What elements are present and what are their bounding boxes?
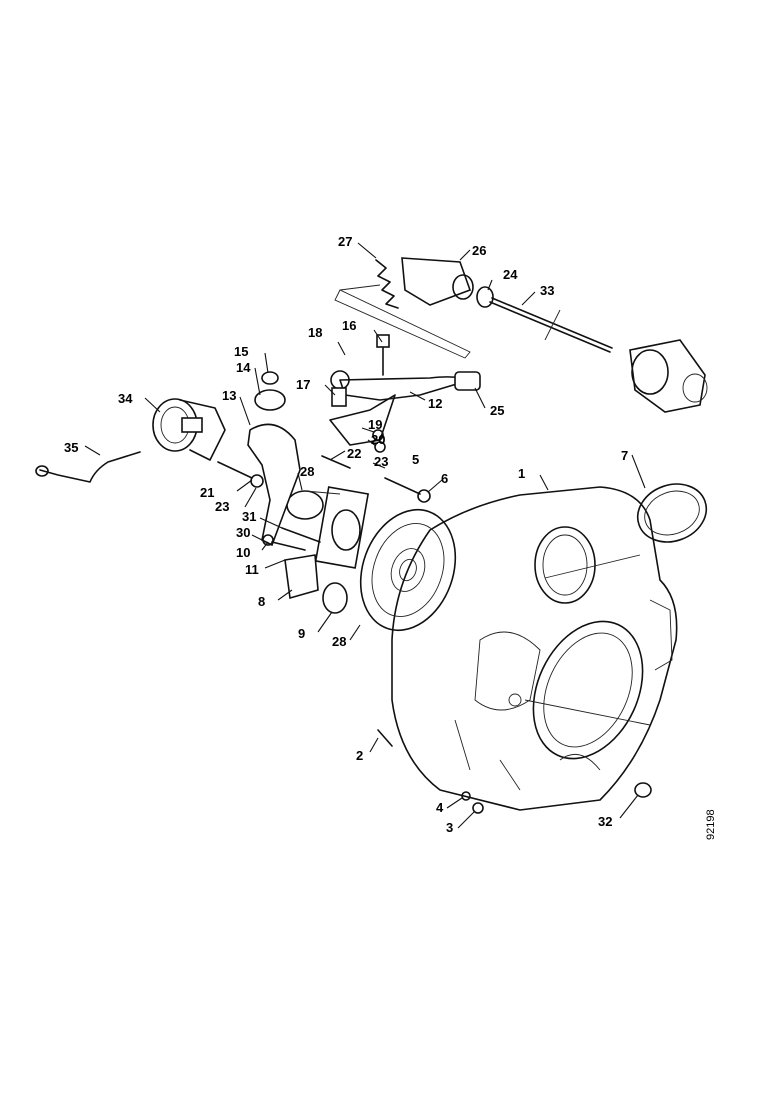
pedal-lever bbox=[329, 370, 481, 446]
label-part-20: 20 bbox=[371, 432, 385, 447]
label-part-31: 31 bbox=[242, 509, 256, 524]
return-spring bbox=[339, 259, 399, 309]
label-part-30: 30 bbox=[236, 525, 250, 540]
leader-lines bbox=[84, 242, 646, 829]
label-part-9: 9 bbox=[298, 626, 305, 641]
bracket-8 bbox=[262, 527, 321, 600]
washer-19-20 bbox=[372, 429, 386, 453]
label-part-12: 12 bbox=[428, 396, 442, 411]
label-part-14: 14 bbox=[236, 360, 251, 375]
dowel-pin bbox=[377, 729, 393, 747]
label-part-28b: 28 bbox=[300, 464, 314, 479]
seal-9 bbox=[322, 582, 348, 614]
bolt-16 bbox=[376, 334, 390, 376]
nut-24 bbox=[476, 286, 494, 308]
plug-32 bbox=[634, 782, 652, 798]
bushing-14-15 bbox=[254, 371, 286, 411]
label-part-34: 34 bbox=[118, 391, 133, 406]
bolt-21 bbox=[217, 461, 264, 488]
label-part-22: 22 bbox=[347, 446, 361, 461]
label-part-23a: 23 bbox=[215, 499, 229, 514]
part-labels: 1 7 2 4 3 6 8 9 10 11 12 13 14 15 16 17 … bbox=[64, 234, 628, 835]
rubber-boot bbox=[401, 257, 474, 306]
label-part-15: 15 bbox=[234, 344, 248, 359]
label-part-13: 13 bbox=[222, 388, 236, 403]
release-bearing-housing bbox=[286, 486, 370, 569]
label-part-24: 24 bbox=[503, 267, 518, 282]
bolt-6 bbox=[384, 477, 431, 503]
label-part-21: 21 bbox=[200, 485, 214, 500]
push-rod bbox=[489, 297, 613, 353]
master-cylinder bbox=[629, 339, 708, 413]
label-part-8: 8 bbox=[258, 594, 265, 609]
label-part-17: 17 bbox=[296, 377, 310, 392]
stud-4 bbox=[461, 791, 471, 801]
slave-cylinder bbox=[152, 398, 226, 461]
cable-loop bbox=[334, 289, 471, 359]
label-part-4: 4 bbox=[436, 800, 444, 815]
hydraulic-pipe bbox=[35, 451, 141, 483]
label-part-16: 16 bbox=[342, 318, 356, 333]
label-part-32: 32 bbox=[598, 814, 612, 829]
label-part-2: 2 bbox=[356, 748, 363, 763]
label-part-11: 11 bbox=[245, 562, 259, 577]
label-part-6: 6 bbox=[441, 471, 448, 486]
cover-plate bbox=[636, 483, 708, 543]
label-part-26: 26 bbox=[472, 243, 486, 258]
pressure-plate bbox=[359, 508, 457, 632]
label-part-19: 19 bbox=[368, 417, 382, 432]
bolt-22 bbox=[321, 455, 351, 469]
figure-reference-code: 92198 bbox=[705, 809, 717, 840]
label-part-23b: 23 bbox=[374, 454, 388, 469]
nut-3 bbox=[472, 802, 484, 814]
label-part-25: 25 bbox=[490, 403, 504, 418]
label-part-7: 7 bbox=[621, 448, 628, 463]
clutch-housing bbox=[391, 486, 678, 811]
pin-17 bbox=[331, 387, 347, 407]
label-part-1: 1 bbox=[518, 466, 525, 481]
label-part-10: 10 bbox=[236, 545, 250, 560]
label-part-33: 33 bbox=[540, 283, 554, 298]
label-part-35: 35 bbox=[64, 440, 78, 455]
label-part-28a: 28 bbox=[332, 634, 346, 649]
label-part-3: 3 bbox=[446, 820, 453, 835]
release-fork bbox=[247, 423, 301, 547]
label-part-5: 5 bbox=[412, 452, 419, 467]
label-part-18: 18 bbox=[308, 325, 322, 340]
label-part-27: 27 bbox=[338, 234, 352, 249]
